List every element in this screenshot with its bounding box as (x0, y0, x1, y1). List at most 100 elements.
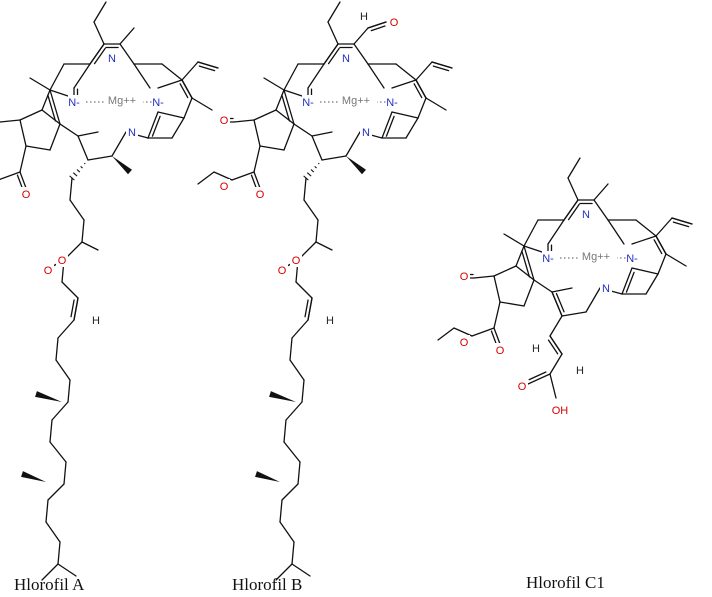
bond (523, 219, 539, 247)
oxygen-atom-label: O (220, 181, 229, 193)
bond (621, 267, 633, 295)
nitrogen-anion-label: N- (152, 97, 164, 109)
bond (213, 171, 233, 181)
bond (493, 301, 501, 329)
bond (303, 199, 319, 221)
label-backdrop (68, 95, 85, 109)
bond (283, 441, 301, 463)
nitrogen-atom-label: N (602, 283, 610, 295)
double-bond (547, 339, 559, 355)
bond (395, 63, 417, 81)
bond (183, 97, 193, 119)
bond (191, 97, 213, 111)
bond (171, 117, 185, 139)
bond (493, 327, 501, 345)
bond (81, 219, 85, 243)
bond (181, 61, 199, 81)
oxygen-atom-label: O (518, 381, 527, 393)
label-backdrop (56, 253, 68, 267)
bond (41, 109, 61, 125)
bond (291, 319, 309, 339)
nitrogen-atom-label: N (108, 53, 116, 65)
bond (593, 199, 609, 221)
bond (19, 171, 27, 189)
bond (665, 253, 687, 267)
label-backdrop (530, 341, 542, 355)
bond (367, 21, 387, 29)
bond (81, 241, 99, 251)
label-backdrop (626, 251, 643, 265)
bond (45, 521, 61, 543)
bond (297, 461, 301, 485)
label-backdrop (276, 263, 288, 277)
bond (281, 483, 299, 501)
bond (89, 43, 105, 65)
label-backdrop (152, 95, 169, 109)
bond (253, 171, 261, 189)
bond (283, 89, 295, 125)
hash-bond (76, 169, 81, 173)
nitrogen-atom-label: N (582, 209, 590, 221)
label-backdrop (350, 93, 377, 107)
bond (471, 327, 495, 337)
double-bond (93, 47, 106, 65)
hash-bond (314, 165, 317, 169)
double-bond (70, 299, 75, 318)
bond (547, 219, 565, 245)
bond (631, 235, 657, 245)
bond (133, 63, 151, 89)
bond (279, 499, 283, 523)
bond (25, 145, 51, 151)
bond (657, 253, 667, 275)
bond (253, 109, 277, 121)
oxygen-atom-label: O (496, 345, 505, 357)
double-bond (250, 174, 257, 188)
bond (45, 499, 49, 523)
bond (391, 111, 419, 119)
bond (93, 21, 105, 45)
bond (119, 43, 135, 65)
bond (253, 145, 261, 173)
wedge-bond (346, 156, 366, 175)
oxygen-atom-label: O (58, 255, 67, 267)
bond (93, 1, 107, 23)
double-bond (151, 115, 161, 137)
label-backdrop (302, 95, 319, 109)
bond (307, 63, 325, 89)
double-bond (370, 25, 386, 32)
bond (391, 79, 417, 89)
bond (19, 109, 43, 121)
oxygen-atom-label: O (278, 265, 287, 277)
label-backdrop (116, 93, 143, 107)
label-backdrop (458, 335, 470, 349)
bond (551, 291, 563, 317)
bond (61, 281, 79, 299)
double-bond (281, 94, 291, 122)
label-backdrop (516, 379, 528, 393)
nitrogen-atom-label: N (362, 127, 370, 139)
double-bond (672, 221, 690, 228)
bond (533, 279, 553, 293)
bond (19, 145, 27, 173)
bond (655, 235, 667, 255)
bond (607, 219, 625, 245)
magnesium-ion-label: Mg++ (108, 95, 136, 107)
bond (289, 337, 293, 361)
bond (425, 97, 447, 111)
bond (293, 123, 313, 137)
bond (49, 123, 61, 151)
bond (453, 327, 473, 337)
bond (51, 401, 69, 421)
bond (321, 155, 347, 161)
bond (263, 77, 285, 91)
bond (157, 79, 183, 89)
label-backdrop (360, 125, 372, 139)
bond (259, 145, 285, 151)
double-bond (490, 330, 497, 344)
bond (73, 63, 91, 89)
bond (551, 287, 573, 293)
bond (303, 177, 307, 201)
bond (301, 379, 305, 403)
